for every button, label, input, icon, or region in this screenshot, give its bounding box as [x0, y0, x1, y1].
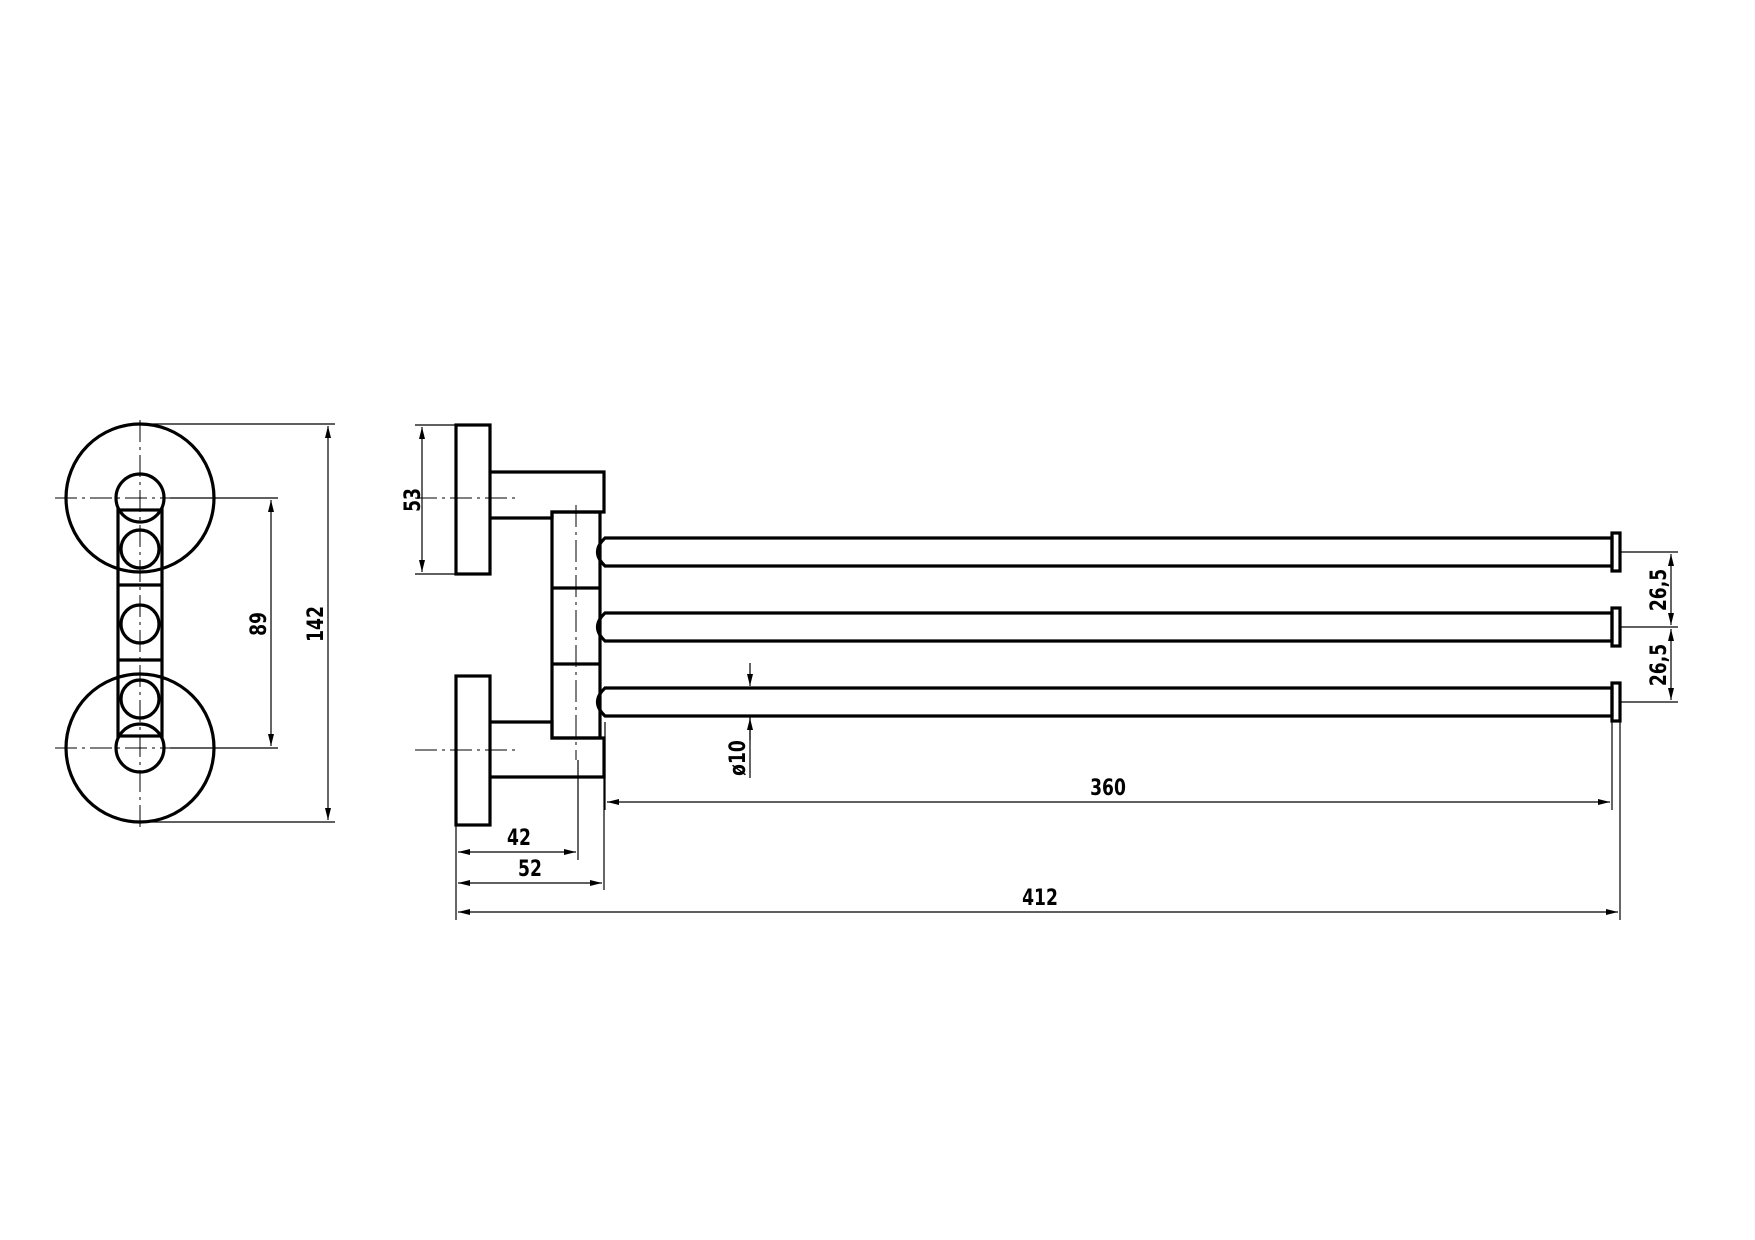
- dimension-412: 412: [458, 722, 1621, 920]
- dimension-26-5-bottom: 26,5: [1620, 629, 1678, 703]
- rail-2-end-cap: [1610, 606, 1622, 648]
- dimension-diameter-10: ø10: [725, 663, 753, 778]
- dim-diameter-label: ø10: [725, 740, 751, 776]
- dim-53-label: 53: [400, 488, 426, 512]
- rail-3-end-cap: [1610, 681, 1622, 723]
- dim-89-label: 89: [246, 612, 272, 636]
- dim-52-label: 52: [518, 856, 542, 882]
- dim-412-label: 412: [1022, 885, 1058, 911]
- dimension-52: 52: [458, 777, 605, 890]
- rail-1: [595, 536, 1614, 568]
- dimension-26-5-top: 26,5: [1620, 551, 1678, 628]
- dim-42-label: 42: [507, 825, 531, 851]
- rail-3: [595, 686, 1614, 718]
- front-view: [55, 420, 225, 830]
- rail-1-end-cap: [1610, 531, 1622, 573]
- top-wall-flange: [454, 423, 492, 576]
- dimension-42: 42: [455, 760, 579, 920]
- dim-26-5-bottom-label: 26,5: [1646, 644, 1672, 686]
- dimension-89: 89: [170, 497, 278, 749]
- side-view: [415, 423, 1622, 827]
- dim-26-5-top-label: 26,5: [1646, 569, 1672, 611]
- dim-142-label: 142: [303, 606, 329, 642]
- dimension-360: 360: [604, 722, 1613, 810]
- dimension-53: 53: [400, 424, 456, 575]
- rail-2: [595, 611, 1614, 643]
- bottom-arm: [490, 720, 606, 779]
- dimension-142: 142: [140, 423, 335, 823]
- dim-360-label: 360: [1090, 775, 1126, 801]
